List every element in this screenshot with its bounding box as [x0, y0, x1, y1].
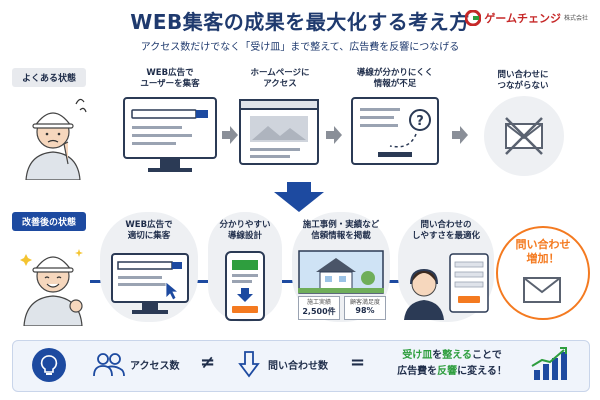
logo-name: ゲームチェンジ — [484, 12, 561, 25]
after-step-3-label: 施工事例・実績など信頼情報を掲載 — [302, 220, 380, 241]
stat-1-value: 2,500件 — [302, 307, 336, 316]
before-step-1-label: WEB広告でユーザーを集客 — [140, 68, 200, 89]
stat-1-label: 施工実績 — [306, 299, 331, 306]
stat-card-2: 顧客満足度 98% — [344, 296, 386, 320]
logo-icon — [465, 10, 482, 26]
growth-chart-icon — [531, 347, 567, 380]
lightbulb-badge — [32, 348, 66, 382]
house-photo-icon — [298, 250, 384, 294]
arrow-down-outline-icon — [238, 351, 260, 378]
before-step-4-label: 問い合わせにつながらない — [497, 70, 549, 91]
monitor-ad-icon — [123, 97, 217, 172]
smartphone-guide-icon — [225, 251, 265, 321]
flow-line — [90, 280, 490, 283]
stat-card-1: 施工実績 2,500件 — [298, 296, 340, 320]
result-circle — [496, 226, 590, 320]
stat-2-value: 98% — [355, 306, 375, 315]
summary-message: 受け皿を整えることで 広告費を反響に変える！ — [397, 350, 507, 377]
before-step-2-label: ホームページにアクセス — [250, 68, 310, 89]
browser-window-icon — [239, 99, 319, 165]
after-step-2-label: 分かりやすい導線設計 — [219, 220, 271, 241]
access-count-label: アクセス数 — [130, 361, 180, 372]
lightbulb-icon — [40, 355, 58, 375]
summary-box — [12, 340, 590, 392]
users-icon — [93, 353, 125, 377]
stat-2-label: 顧客満足度 — [349, 299, 380, 306]
svg-text:?: ? — [416, 114, 424, 129]
after-step-4-label: 問い合わせのしやすさを最適化 — [412, 220, 480, 241]
result-label: 問い合わせ増加！ — [515, 238, 571, 265]
crossed-envelope-icon — [505, 117, 543, 155]
company-logo: ゲームチェンジ 株式会社 — [465, 10, 588, 26]
after-tag: 改善後の状態 — [12, 212, 87, 231]
happy-worker-icon — [20, 249, 83, 326]
arrow-right-icon — [452, 126, 468, 144]
page-subtitle: アクセス数だけでなく「受け皿」まで整えて、広告費を反響につなげる — [140, 42, 460, 53]
not-equal-sign: ≠ — [200, 352, 216, 373]
page-title: WEB集客の成果を最大化する考え方 — [130, 10, 470, 34]
equal-sign: = — [350, 352, 366, 373]
monitor-targeted-ad-icon — [111, 253, 189, 314]
before-step-3-label: 導線が分かりにくく情報が不足 — [356, 68, 434, 89]
arrow-right-icon — [326, 126, 342, 144]
down-arrow-icon — [274, 182, 324, 212]
logo-suffix: 株式会社 — [563, 14, 588, 22]
before-tag: よくある状態 — [12, 68, 87, 87]
worried-worker-icon — [25, 98, 87, 180]
confusing-page-icon: ? — [351, 97, 439, 165]
inquiry-count-label: 問い合わせ数 — [268, 361, 328, 372]
after-step-1-label: WEB広告で適切に集客 — [125, 220, 173, 241]
arrow-right-icon — [222, 126, 238, 144]
envelope-icon — [523, 277, 561, 303]
operator-form-icon — [404, 253, 489, 320]
